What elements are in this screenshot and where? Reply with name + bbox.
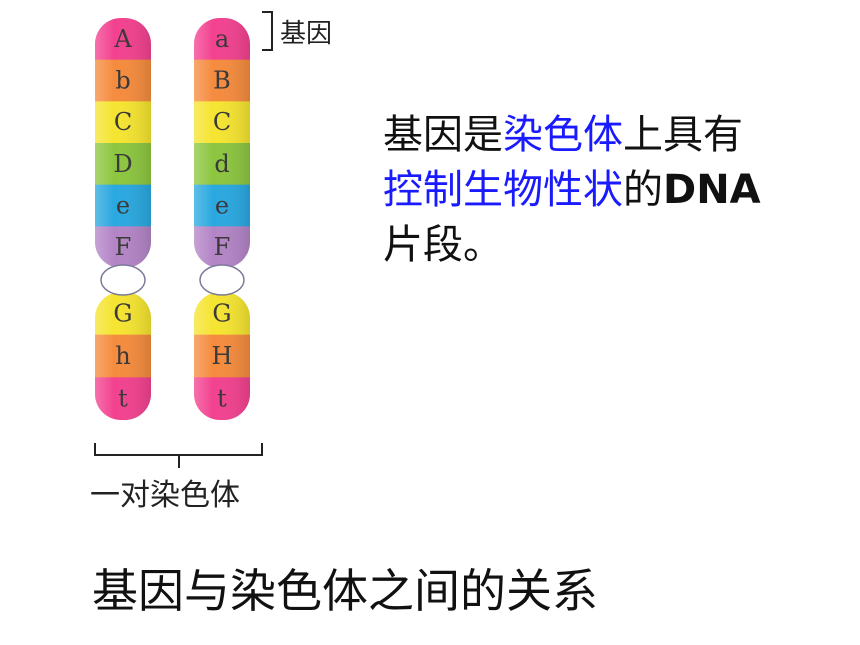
gene-label: a [215,25,229,53]
definition-part: DNA [663,167,761,213]
gene-caption: 基因 [280,19,332,49]
gene-label: G [113,299,132,327]
definition-part: 片段。 [383,222,503,268]
gene-label: H [212,342,233,370]
gene-label: d [214,150,229,178]
gene-label: F [115,233,132,261]
definition-part: 上具有 [623,112,743,158]
gene-label: D [113,150,132,178]
gene-label: C [213,108,231,136]
gene-label: A [113,25,132,53]
centromere [199,264,245,296]
gene-label: t [118,385,128,413]
centromere [100,264,146,296]
gene-bracket [262,11,273,51]
gene-label: t [217,385,227,413]
definition-part: 基因是 [383,112,503,158]
page-title: 基因与染色体之间的关系 [92,564,598,618]
gene-label: h [115,342,130,370]
definition-part: 染色体 [503,112,623,158]
gene-label: B [213,67,231,95]
pair-bracket [94,443,263,468]
gene-label: b [115,67,130,95]
gene-label: G [212,299,231,327]
gene-label: e [215,192,229,220]
gene-label: C [114,108,132,136]
definition-text: 基因是染色体上具有 控制生物性状的DNA 片段。 [383,108,843,273]
pair-caption: 一对染色体 [90,478,240,513]
definition-part: 控制生物性状 [383,167,623,213]
definition-part: 的 [623,167,663,213]
gene-label: F [214,233,231,261]
gene-label: e [116,192,130,220]
